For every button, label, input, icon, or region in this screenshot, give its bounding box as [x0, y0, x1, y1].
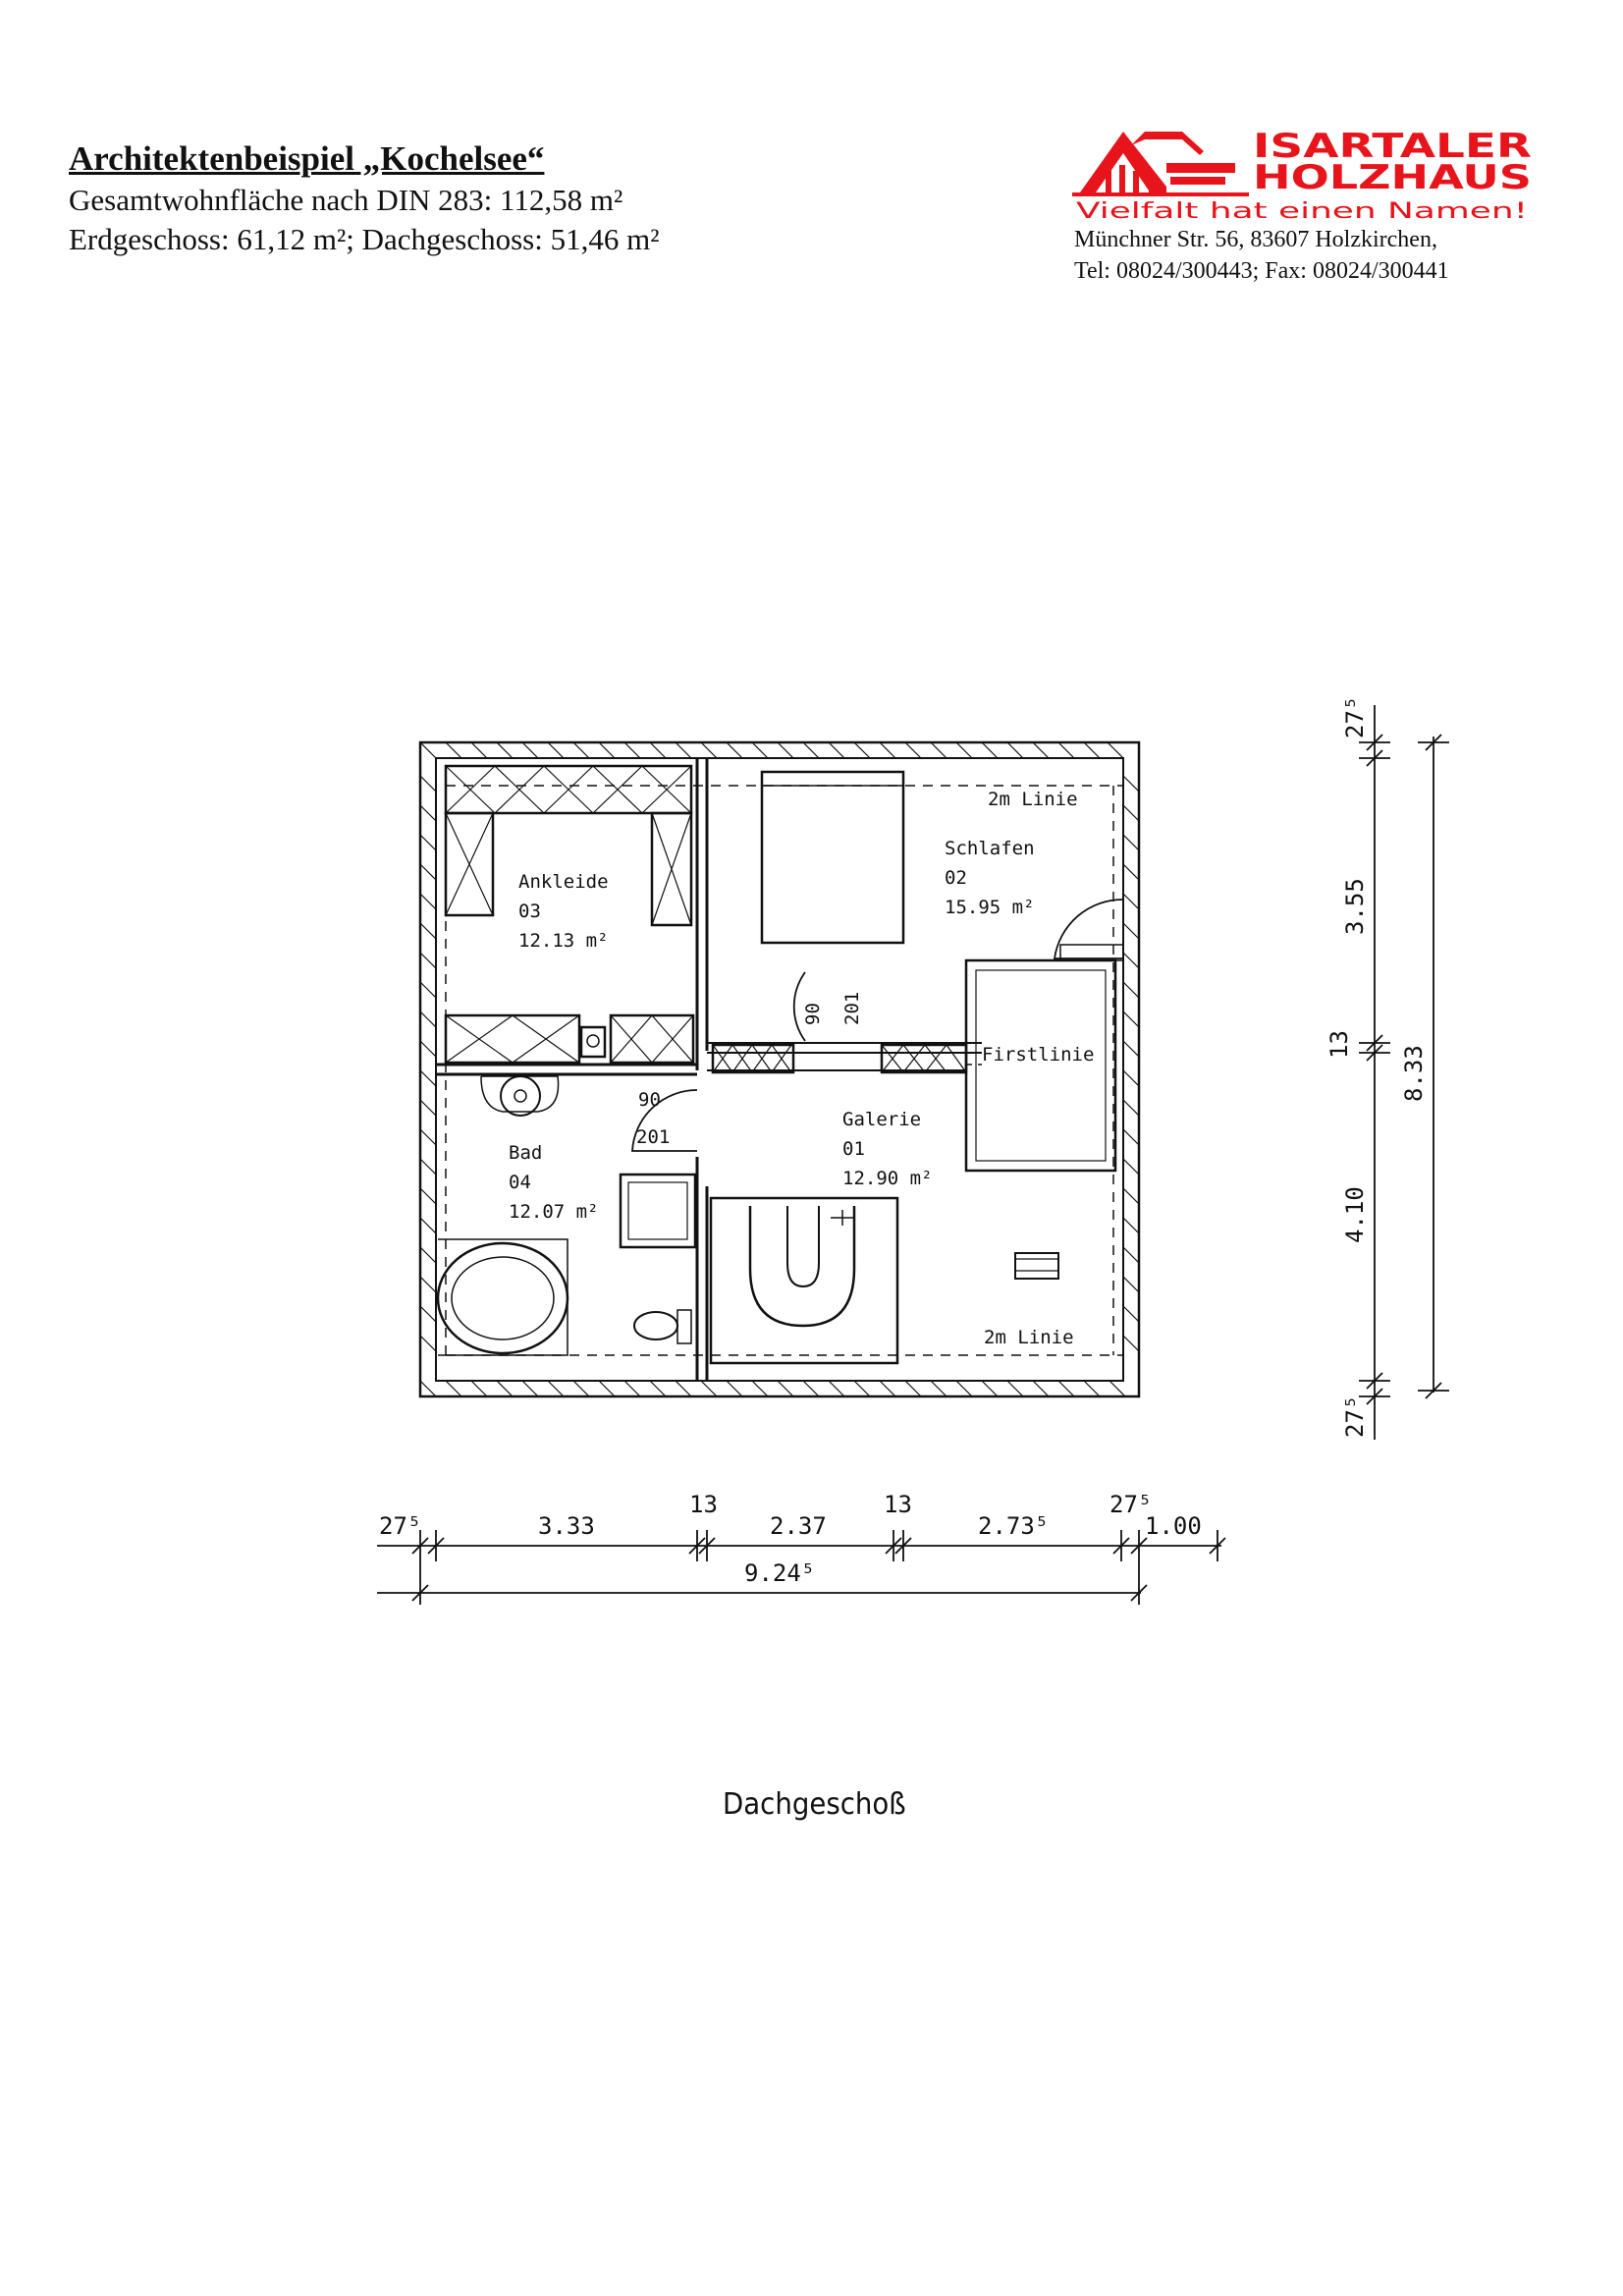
dim-bottom-1: 27⁵ [379, 1512, 421, 1540]
company-address: Münchner Str. 56, 83607 Holzkirchen, [1074, 227, 1437, 252]
dim-right-1: 27⁵ [1341, 696, 1369, 738]
brand-name-top: ISARTALER [1253, 127, 1532, 166]
room-name-bad: Bad [509, 1142, 542, 1164]
roof-window-icon [1014, 1252, 1059, 1280]
company-brand: ISARTALER HOLZHAUS Vielfalt hat einen Na… [1072, 126, 1534, 287]
staircase [709, 1196, 899, 1365]
inner-wall-line [435, 757, 1124, 1382]
dormer [964, 958, 1117, 1173]
header: Architektenbeispiel „Kochelsee“ Gesamtwo… [69, 137, 660, 259]
room-area-galerie: 12.90 m² [842, 1168, 933, 1189]
door-bad [631, 1089, 698, 1152]
dim-bottom-3: 13 [689, 1491, 718, 1518]
bed [760, 770, 905, 945]
company-contact: Tel: 08024/300443; Fax: 08024/300441 [1074, 258, 1449, 284]
shower [619, 1173, 697, 1249]
label-2m-line-top: 2m Linie [988, 789, 1078, 810]
brand-slogan: Vielfalt hat einen Namen! [1076, 199, 1528, 224]
house-logo-icon: ISARTALER HOLZHAUS Vielfalt hat einen Na… [1072, 127, 1532, 224]
room-number-bad: 04 [509, 1172, 531, 1193]
room-number-schlafen: 02 [945, 867, 967, 889]
room-area-ankleide: 12.13 m² [518, 930, 609, 952]
washbasin [500, 1075, 541, 1117]
dim-bottom-8: 1.00 [1145, 1512, 1202, 1540]
dim-right-2: 3.55 [1341, 878, 1369, 935]
dim-bottom-2: 3.33 [538, 1512, 595, 1540]
room-number-ankleide: 03 [518, 901, 541, 922]
outer-wall [418, 740, 1141, 1398]
dim-bottom-total: 9.24⁵ [744, 1559, 815, 1587]
door-height-lower: 201 [636, 1126, 670, 1148]
dim-bottom-7: 27⁵ [1109, 1491, 1152, 1518]
room-name-schlafen: Schlafen [945, 838, 1035, 859]
door-schlafen [1053, 899, 1124, 959]
room-name-galerie: Galerie [842, 1109, 921, 1130]
floor-areas-line: Erdgeschoss: 61,12 m²; Dachgeschoss: 51,… [69, 222, 660, 256]
dim-right-4: 4.10 [1341, 1186, 1369, 1243]
total-area-line: Gesamtwohnfläche nach DIN 283: 112,58 m² [69, 183, 623, 217]
brand-name-bottom: HOLZHAUS [1253, 158, 1532, 197]
label-firstlinie: Firstlinie [982, 1044, 1094, 1066]
bathtub [436, 1241, 569, 1355]
room-name-ankleide: Ankleide [518, 871, 609, 893]
door-width-lower: 90 [638, 1089, 661, 1111]
door-height-upper: 201 [841, 992, 863, 1025]
dim-bottom-5: 13 [884, 1491, 912, 1518]
dim-right-3: 13 [1325, 1030, 1353, 1059]
document-title: Architektenbeispiel „Kochelsee“ [69, 139, 545, 178]
dim-bottom-6: 2.73⁵ [978, 1512, 1049, 1540]
room-area-bad: 12.07 m² [509, 1201, 599, 1223]
floor-caption: Dachgeschoß [723, 1787, 906, 1822]
dim-right-5: 27⁵ [1341, 1395, 1369, 1438]
toilet [633, 1311, 678, 1340]
door-width-upper: 90 [802, 1003, 824, 1025]
room-area-schlafen: 15.95 m² [945, 897, 1035, 918]
dim-bottom-4: 2.37 [770, 1512, 827, 1540]
dim-right-total: 8.33 [1400, 1045, 1428, 1102]
label-2m-line-bottom: 2m Linie [984, 1327, 1074, 1348]
room-number-galerie: 01 [842, 1138, 865, 1160]
